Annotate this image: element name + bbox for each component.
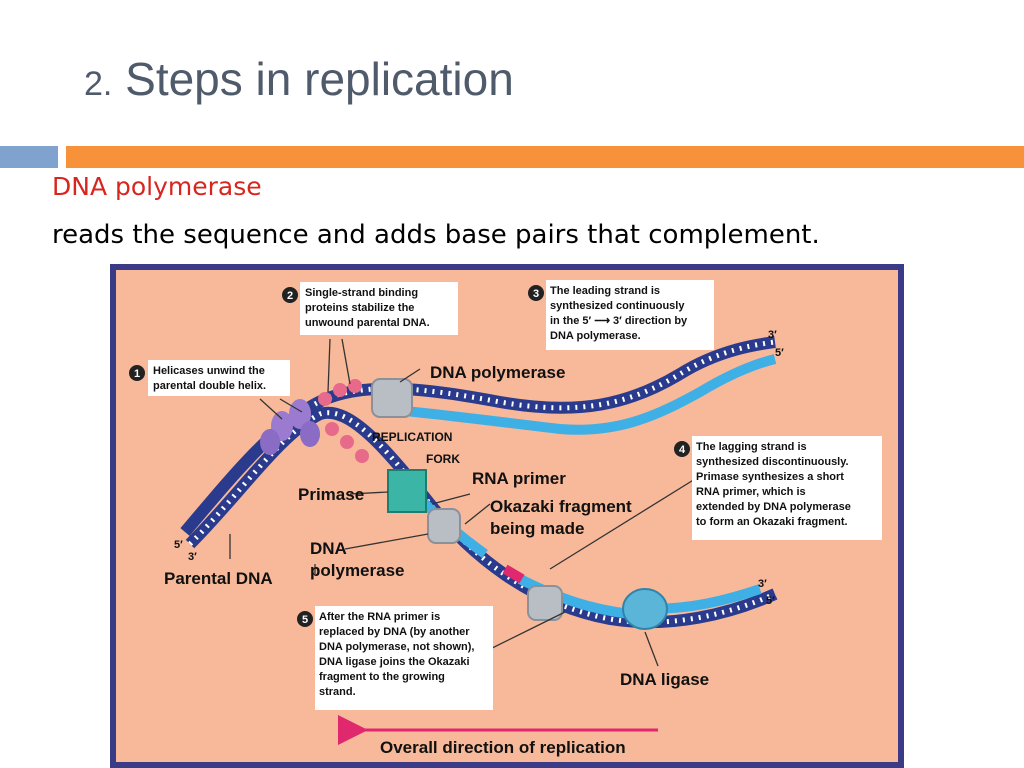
callout-2-line-2: proteins stabilize the <box>305 302 414 314</box>
leading-new-strand <box>384 354 777 435</box>
strand-end-left-3: 3′ <box>188 551 197 563</box>
callout-5-line-4: DNA ligase joins the Okazaki <box>319 656 470 668</box>
callout-2-line-3: unwound parental DNA. <box>305 317 430 329</box>
single-strand-binding-proteins <box>318 379 369 463</box>
dna-polymerase-top <box>371 378 413 418</box>
label-replication-fork-2: FORK <box>426 452 460 466</box>
label-dna-lower-2: polymerase <box>310 561 405 580</box>
callout-4-line-3: Primase synthesizes a short <box>696 471 844 483</box>
strand-end-bottom-3: 3′ <box>758 578 767 590</box>
dna-ligase-blob <box>622 588 668 630</box>
callout-5-line-3: DNA polymerase, not shown), <box>319 641 474 653</box>
strand-end-top-5: 5′ <box>775 347 784 359</box>
slide-title: 2. Steps in replication <box>84 52 514 106</box>
strand-end-top-3: 3′ <box>768 329 777 341</box>
callout-3-line-4: DNA polymerase. <box>550 330 641 342</box>
callout-5-number: 5 <box>302 614 308 626</box>
callout-5: 5 After the RNA primer is replaced by DN… <box>297 606 493 710</box>
callout-2-number: 2 <box>287 290 293 302</box>
accent-bar-orange <box>66 146 1024 168</box>
title-number: 2. <box>84 65 113 103</box>
primase <box>387 469 427 513</box>
callout-4-line-4: RNA primer, which is <box>696 486 806 498</box>
callout-5-line-5: fragment to the growing <box>319 671 445 683</box>
rna-primer-2 <box>502 564 525 584</box>
dna-polymerase-lower <box>527 585 563 621</box>
title-text: Steps in replication <box>125 53 514 105</box>
callout-5-line-2: replaced by DNA (by another <box>319 626 470 638</box>
label-dna-lower-1: DNA <box>310 539 347 558</box>
callout-4-line-2: synthesized discontinuously. <box>696 456 849 468</box>
helicase <box>260 399 320 455</box>
callout-1-line-1: Helicases unwind the <box>153 365 265 377</box>
dna-polymerase-lagging <box>427 508 461 544</box>
dna-replication-diagram: 1 Helicases unwind the parental double h… <box>110 264 904 768</box>
callout-4-number: 4 <box>679 444 686 456</box>
callout-5-line-1: After the RNA primer is <box>319 611 440 623</box>
label-parental-dna: Parental DNA <box>164 569 273 588</box>
label-replication-fork-1: REPLICATION <box>372 430 452 444</box>
label-okazaki-2: being made <box>490 519 584 538</box>
callout-3-line-1: The leading strand is <box>550 285 660 297</box>
label-dna-ligase: DNA ligase <box>620 670 709 689</box>
strand-end-left-5: 5′ <box>174 539 183 551</box>
callout-3-number: 3 <box>533 288 539 300</box>
callout-3-line-2: synthesized continuously <box>550 300 685 312</box>
callout-1: 1 Helicases unwind the parental double h… <box>129 360 290 396</box>
strand-end-bottom-5: 5′ <box>766 595 775 607</box>
label-rna-primer: RNA primer <box>472 469 566 488</box>
label-dna-polymerase-top: DNA polymerase <box>430 363 565 382</box>
body-text: reads the sequence and adds base pairs t… <box>52 220 820 250</box>
callout-2-line-1: Single-strand binding <box>305 287 418 299</box>
okazaki-fragment-2 <box>517 574 631 619</box>
callout-5-line-6: strand. <box>319 686 356 698</box>
label-overall-direction: Overall direction of replication <box>380 738 626 757</box>
label-primase: Primase <box>298 485 364 504</box>
callout-4-line-5: extended by DNA polymerase <box>696 501 851 513</box>
subheading: DNA polymerase <box>52 172 262 201</box>
callout-4-line-1: The lagging strand is <box>696 441 807 453</box>
callout-4-line-6: to form an Okazaki fragment. <box>696 516 848 528</box>
callout-3: 3 The leading strand is synthesized cont… <box>528 280 714 350</box>
diagram-frame <box>110 264 904 768</box>
callout-2: 2 Single-strand binding proteins stabili… <box>282 282 458 335</box>
label-okazaki-1: Okazaki fragment <box>490 497 632 516</box>
lagging-template-teeth <box>188 410 777 625</box>
callout-1-number: 1 <box>134 368 140 380</box>
accent-bar-blue <box>0 146 58 168</box>
callout-1-line-2: parental double helix. <box>153 380 266 392</box>
callout-3-line-3: in the 5′ ⟶ 3′ direction by <box>550 315 688 327</box>
callout-4: 4 The lagging strand is synthesized disc… <box>674 436 882 540</box>
